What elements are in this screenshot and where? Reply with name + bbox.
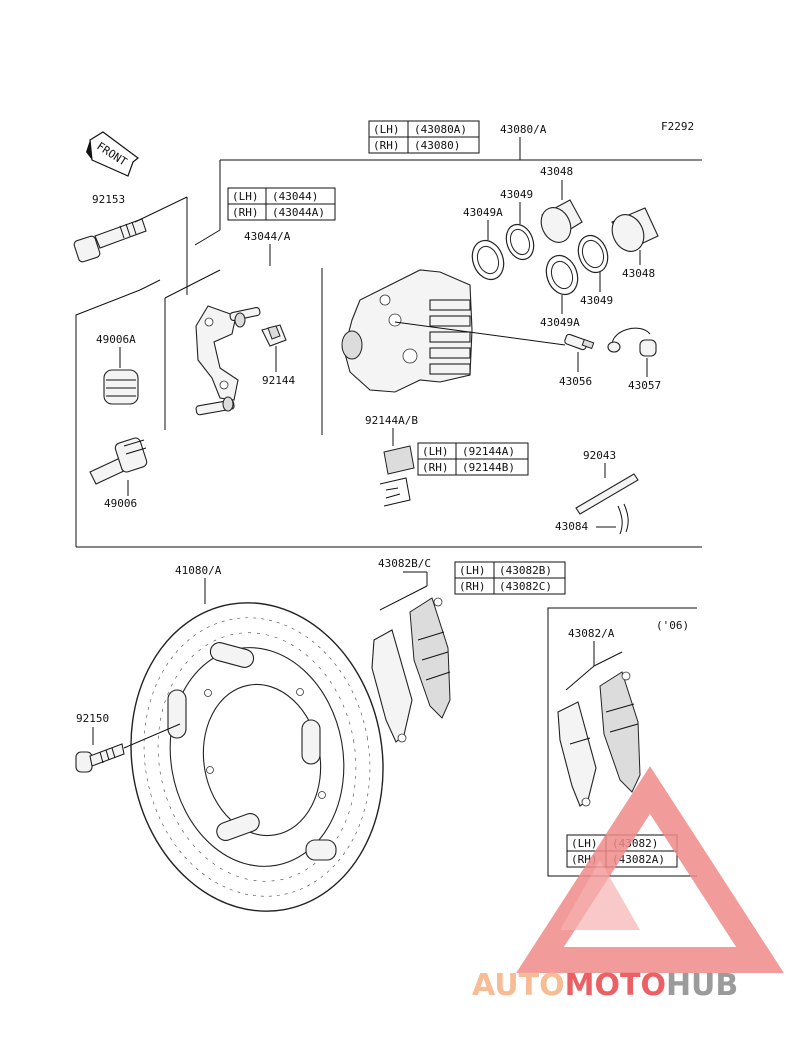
label-43049a-top: 43049A xyxy=(463,206,503,219)
label-43048-top: 43048 xyxy=(540,165,573,178)
label-43044: 43044/A xyxy=(244,230,291,243)
label-43082a: 43082/A xyxy=(568,627,615,640)
pads-bc-lh-side: (LH) xyxy=(459,564,486,577)
clip-92144 xyxy=(261,324,287,347)
bracket-lh-part: (43044) xyxy=(272,190,318,203)
label-43056: 43056 xyxy=(559,375,592,388)
label-49006: 49006 xyxy=(104,497,137,510)
watermark-text: AUTOMOTOHUB xyxy=(472,968,738,1003)
bracket-rh-part: (43044A) xyxy=(272,206,325,219)
label-43082bc: 43082B/C xyxy=(378,557,431,570)
caliper-assy-table: (LH) (43080A) (RH) (43080) xyxy=(368,120,480,154)
pin-92043 xyxy=(575,473,639,515)
pads-a-rh-part: (43082A) xyxy=(612,853,665,866)
pads-43082a xyxy=(557,671,641,807)
piston-43048-top xyxy=(540,199,583,243)
bolt-92153 xyxy=(73,218,147,263)
label-92153: 92153 xyxy=(92,193,125,206)
cap-43057 xyxy=(607,327,657,357)
seal-43049-top xyxy=(505,223,535,261)
label-92144: 92144 xyxy=(262,374,295,387)
label-43049-top: 43049 xyxy=(500,188,533,201)
label-43057: 43057 xyxy=(628,379,661,392)
pads-a-lh-side: (LH) xyxy=(571,837,598,850)
bleeder-43056 xyxy=(564,333,595,351)
label-43049a-bottom: 43049A xyxy=(540,316,580,329)
caliper-rh-part: (43080) xyxy=(414,139,460,152)
clip-43084 xyxy=(617,503,629,535)
pads-bc-lh-part: (43082B) xyxy=(499,564,552,577)
watermark-part-auto: AUTO xyxy=(472,968,565,1003)
caliper-body xyxy=(341,269,473,393)
front-arrow-icon: FRONT xyxy=(86,131,139,177)
bracket-table: (LH) (43044) (RH) (43044A) xyxy=(227,187,336,221)
label-41080: 41080/A xyxy=(175,564,222,577)
label-92043: 92043 xyxy=(583,449,616,462)
spring-table: (LH) (92144A) (RH) (92144B) xyxy=(417,442,529,476)
year-06-frame xyxy=(547,607,697,877)
label-43048-right: 43048 xyxy=(622,267,655,280)
spring-lh-side: (LH) xyxy=(422,445,449,458)
label-92150: 92150 xyxy=(76,712,109,725)
piston-43048-right xyxy=(611,207,659,252)
bracket-rh-side: (RH) xyxy=(232,206,259,219)
seal-43049a-bottom xyxy=(545,254,579,296)
spring-lh-part: (92144A) xyxy=(462,445,515,458)
label-43084: 43084 xyxy=(555,520,588,533)
caliper-rh-side: (RH) xyxy=(373,139,400,152)
spring-rh-side: (RH) xyxy=(422,461,449,474)
bracket-lh-side: (LH) xyxy=(232,190,259,203)
caliper-lh-part: (43080A) xyxy=(414,123,467,136)
pin-49006 xyxy=(89,437,148,485)
bolt-92150 xyxy=(75,743,125,773)
label-49006a: 49006A xyxy=(96,333,136,346)
bracket-43044 xyxy=(195,305,261,416)
spring-92144ab xyxy=(379,445,415,507)
pads-bc-rh-side: (RH) xyxy=(459,580,486,593)
figure-code: F2292 xyxy=(661,120,694,133)
seal-43049a-top xyxy=(471,239,505,281)
label-43080: 43080/A xyxy=(500,123,547,136)
boot-49006a xyxy=(103,369,139,405)
seal-43049-bottom xyxy=(577,234,609,274)
spring-rh-part: (92144B) xyxy=(462,461,515,474)
pads-43082bc xyxy=(371,597,451,743)
caliper-lh-side: (LH) xyxy=(373,123,400,136)
label-43049-bottom: 43049 xyxy=(580,294,613,307)
watermark-logo: AUTOMOTOHUB xyxy=(472,766,784,1003)
year-note: ('06) xyxy=(656,619,689,632)
frame-lines xyxy=(75,159,702,548)
pads-bc-table: (LH) (43082B) (RH) (43082C) xyxy=(454,561,566,595)
watermark-part-moto: MOTO xyxy=(565,968,666,1003)
pads-bc-rh-part: (43082C) xyxy=(499,580,552,593)
watermark-part-hub: HUB xyxy=(666,968,738,1003)
label-92144ab: 92144A/B xyxy=(365,414,418,427)
brake-disc-41080 xyxy=(130,602,384,912)
